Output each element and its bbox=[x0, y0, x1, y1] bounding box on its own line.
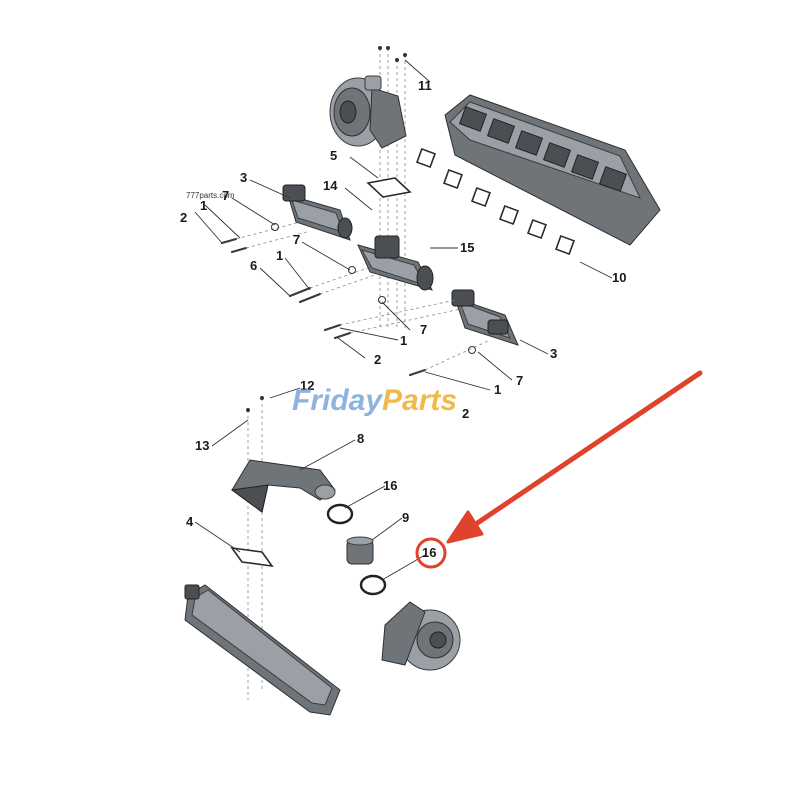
callout-11: 11 bbox=[418, 78, 432, 93]
callout-15: 15 bbox=[460, 240, 474, 255]
callout-2-low: 2 bbox=[462, 406, 469, 421]
bellows bbox=[346, 536, 374, 565]
exhaust-elbow bbox=[230, 459, 336, 513]
brand-part-1: Friday bbox=[292, 384, 383, 417]
callout-5: 5 bbox=[330, 148, 337, 163]
callout-6: 6 bbox=[250, 258, 257, 273]
v-band-clamps bbox=[326, 503, 387, 596]
callout-7-right: 7 bbox=[420, 322, 427, 337]
callout-3-right: 3 bbox=[550, 346, 557, 361]
callout-7-top: 7 bbox=[222, 188, 229, 203]
leader-lines bbox=[194, 59, 613, 581]
manifold-bolts bbox=[220, 221, 491, 377]
brand-part-2: Parts bbox=[382, 384, 457, 417]
exhaust-manifold-center bbox=[357, 235, 434, 291]
callout-10: 10 bbox=[612, 270, 626, 285]
callout-7-low: 7 bbox=[516, 373, 523, 388]
callout-8: 8 bbox=[357, 431, 364, 446]
callout-2-mid: 2 bbox=[374, 352, 381, 367]
callout-7-mid: 7 bbox=[293, 232, 300, 247]
exhaust-manifold-right bbox=[451, 289, 519, 346]
upper-turbocharger bbox=[329, 75, 407, 149]
intake-manifold bbox=[184, 584, 341, 716]
svg-text:FridayParts: FridayParts bbox=[292, 384, 457, 417]
site-watermark: 777parts.com bbox=[186, 191, 235, 200]
turbo-gasket bbox=[366, 177, 412, 198]
callout-1-low: 1 bbox=[494, 382, 501, 397]
callout-12: 12 bbox=[300, 378, 314, 393]
highlight-arrow bbox=[415, 370, 703, 569]
callout-4: 4 bbox=[186, 514, 194, 529]
exhaust-manifold-left bbox=[282, 184, 353, 241]
exhaust-gaskets bbox=[416, 148, 575, 255]
callout-13: 13 bbox=[195, 438, 209, 453]
callout-1-top: 1 bbox=[200, 198, 207, 213]
callout-3-top: 3 bbox=[240, 170, 247, 185]
callout-16-highlighted: 16 bbox=[422, 545, 436, 560]
callout-1-right: 1 bbox=[400, 333, 407, 348]
cylinder-head bbox=[444, 94, 661, 246]
callout-16-upper: 16 bbox=[383, 478, 397, 493]
elbow-gasket bbox=[230, 546, 274, 568]
callout-1-mid: 1 bbox=[276, 248, 283, 263]
callout-9: 9 bbox=[402, 510, 409, 525]
callout-2-top: 2 bbox=[180, 210, 187, 225]
callout-14: 14 bbox=[323, 178, 338, 193]
highlight-circle bbox=[415, 537, 447, 569]
brand-watermark: FridayParts bbox=[292, 384, 457, 417]
lower-turbocharger bbox=[381, 601, 461, 671]
